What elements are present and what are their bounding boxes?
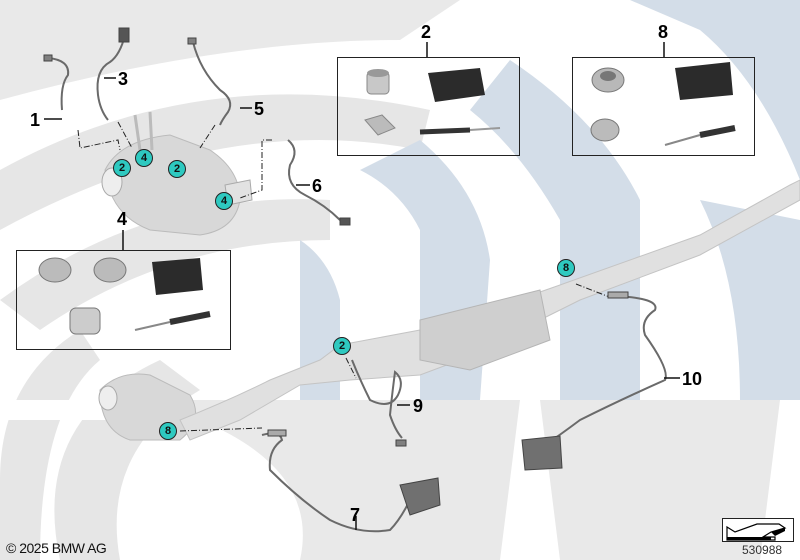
sensor-3-wire — [96, 34, 126, 121]
connector-3 — [118, 27, 130, 43]
bg-arc — [0, 0, 460, 100]
callout-kit-8[interactable]: 8 — [159, 422, 177, 440]
label-leaders — [44, 42, 680, 530]
navigation-arrow-button[interactable] — [722, 518, 794, 542]
sensor-probe-10 — [607, 291, 629, 299]
callout-kit-2[interactable]: 2 — [333, 337, 351, 355]
diagram-reference-number: 530988 — [742, 543, 783, 557]
bg-arc-blue — [700, 200, 800, 400]
sensor-10-wire — [544, 295, 667, 446]
kit-2-items — [364, 68, 501, 136]
callout-kit-2[interactable]: 2 — [168, 160, 186, 178]
leader-dashes — [77, 121, 613, 432]
part-label-3[interactable]: 3 — [118, 69, 129, 89]
part-label-1[interactable]: 1 — [30, 110, 41, 130]
kit-box-2 — [337, 57, 520, 156]
part-label-7[interactable]: 7 — [350, 505, 361, 525]
sensor-6-wire — [287, 139, 341, 221]
callout-kit-4[interactable]: 4 — [215, 192, 233, 210]
bg-arc — [0, 94, 430, 230]
bg-arc — [160, 400, 520, 560]
sensor-1-wire — [47, 57, 70, 111]
part-label-8[interactable]: 8 — [658, 22, 669, 42]
part-label-2[interactable]: 2 — [421, 22, 432, 42]
copyright-notice: © 2025 BMW AG — [6, 540, 107, 556]
sensor-9-wire — [351, 359, 403, 439]
control-unit-7 — [399, 477, 441, 516]
callout-kit-2[interactable]: 2 — [113, 159, 131, 177]
part-label-6[interactable]: 6 — [312, 176, 323, 196]
callout-kit-8[interactable]: 8 — [557, 259, 575, 277]
arrow-navigation-icon — [726, 523, 787, 541]
callout-kit-4[interactable]: 4 — [135, 149, 153, 167]
kit-box-4 — [16, 250, 231, 350]
bg-arc — [0, 330, 100, 560]
sensor-5-wire — [192, 41, 232, 126]
part-label-9[interactable]: 9 — [413, 396, 424, 416]
bg-arc-blue — [630, 0, 800, 180]
part-label-10[interactable]: 10 — [682, 369, 703, 389]
connector-9 — [395, 439, 407, 447]
kit-8-items — [590, 62, 736, 146]
sensor-wires — [47, 34, 667, 533]
bg-arc — [540, 400, 780, 560]
bg-arc-blue — [470, 60, 640, 400]
control-unit-10 — [521, 435, 563, 471]
kit-4-items — [38, 257, 211, 335]
kit-box-8 — [572, 57, 755, 156]
connector-5 — [187, 37, 197, 45]
sensor-probe-7 — [267, 429, 287, 437]
catalytic-converter — [419, 289, 551, 371]
sensor-7-wire — [261, 432, 411, 533]
part-label-4[interactable]: 4 — [117, 209, 128, 229]
sensor-components — [43, 27, 629, 516]
connector-6 — [339, 217, 351, 226]
connector-1 — [43, 54, 53, 62]
part-label-5[interactable]: 5 — [254, 99, 265, 119]
